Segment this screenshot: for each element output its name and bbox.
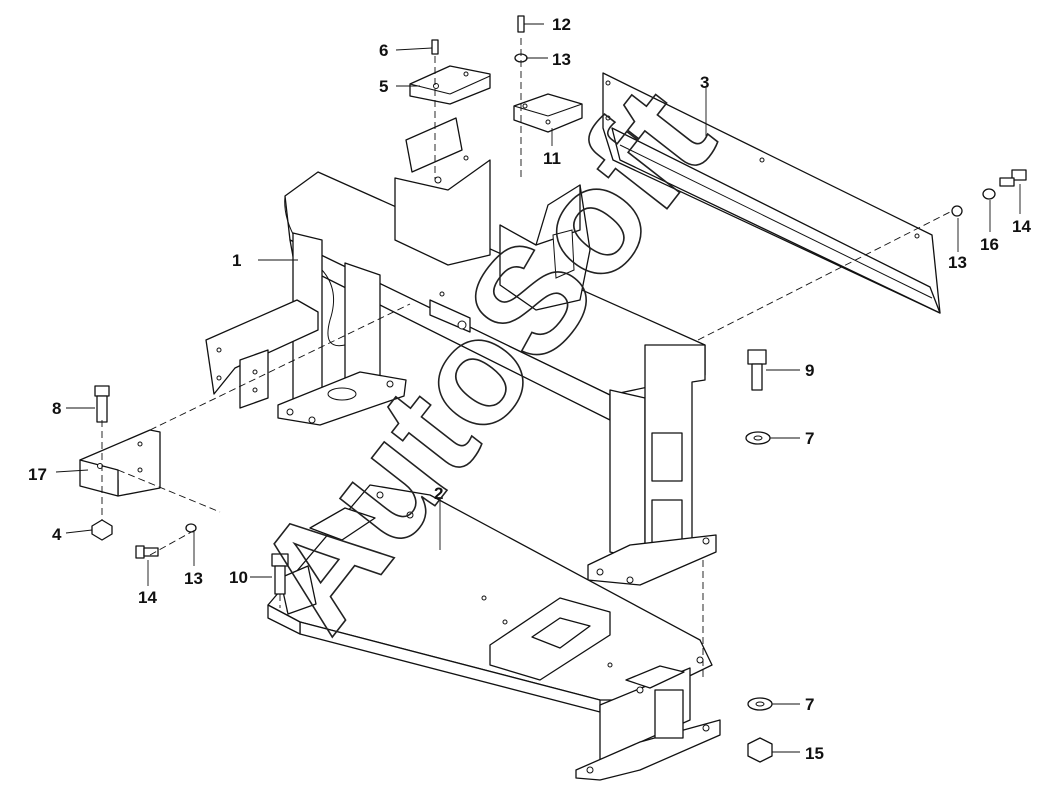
callout-12: 12 xyxy=(552,15,571,34)
callout-16: 16 xyxy=(980,235,999,254)
callout-7a: 7 xyxy=(805,429,814,448)
part-3-plate xyxy=(602,72,941,314)
callout-5: 5 xyxy=(379,77,388,96)
callout-17: 17 xyxy=(28,465,47,484)
callout-3: 3 xyxy=(700,73,709,92)
callout-labels: 1 2 3 4 5 6 7 7 8 9 10 11 12 13 13 13 14… xyxy=(28,15,1031,763)
fasteners xyxy=(91,15,1027,763)
part-17-bracket xyxy=(79,429,161,497)
callout-9: 9 xyxy=(805,361,814,380)
callout-15: 15 xyxy=(805,744,824,763)
callout-6: 6 xyxy=(379,41,388,60)
callout-13-right: 13 xyxy=(948,253,967,272)
part-2-base xyxy=(267,484,721,781)
callout-8: 8 xyxy=(52,399,61,418)
callout-13-left: 13 xyxy=(184,569,203,588)
leader-lines xyxy=(55,23,1021,753)
seat-supports xyxy=(394,117,591,311)
part-11-block xyxy=(513,93,583,133)
callout-7b: 7 xyxy=(805,695,814,714)
callout-14-right: 14 xyxy=(1012,217,1031,236)
callout-13-top: 13 xyxy=(552,50,571,69)
callout-10: 10 xyxy=(229,568,248,587)
assembly-lines xyxy=(101,38,951,680)
callout-4: 4 xyxy=(52,525,62,544)
callout-11: 11 xyxy=(543,149,561,168)
callout-2: 2 xyxy=(434,484,443,503)
callout-14-left: 14 xyxy=(138,588,157,607)
part-5-block xyxy=(409,65,491,105)
callout-1: 1 xyxy=(232,251,241,270)
